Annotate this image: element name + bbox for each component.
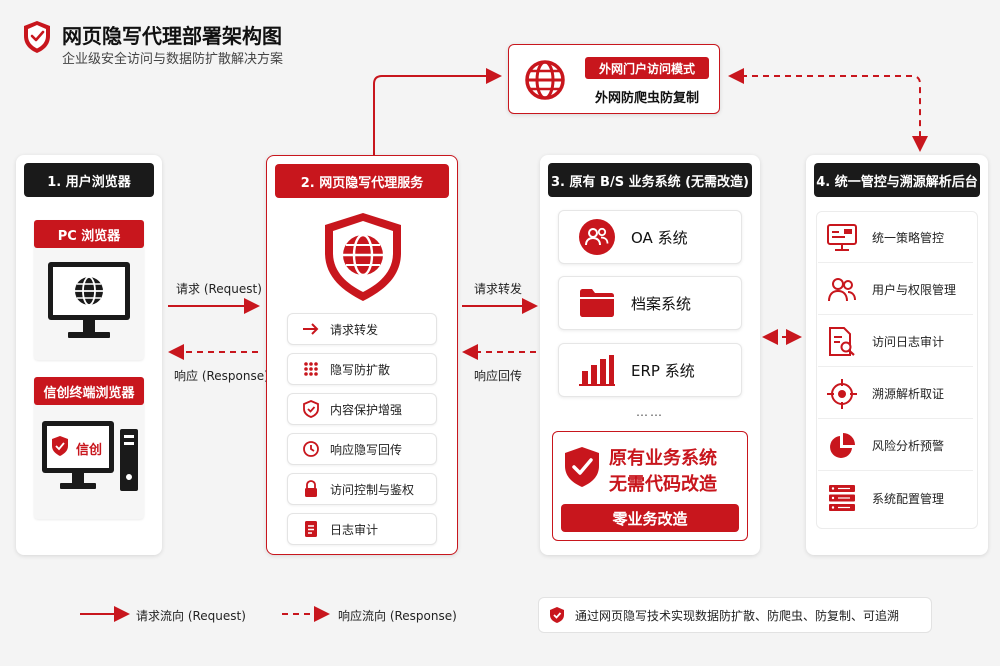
- browser-panel: 1. 用户浏览器 PC 浏览器 信创终端浏览器: [16, 155, 162, 555]
- arrow-right-icon: [300, 322, 322, 336]
- shield-check-icon: [549, 606, 565, 624]
- legend-note-text: 通过网页隐写技术实现数据防扩散、防爬虫、防复制、可追溯: [575, 608, 900, 623]
- promo-line-1: 原有业务系统: [609, 448, 717, 469]
- mgmt-item-label: 统一策略管控: [872, 231, 945, 245]
- page-subtitle: 企业级安全访问与数据防扩散解决方案: [62, 52, 284, 67]
- dots-icon: [300, 361, 322, 377]
- users-icon: [577, 219, 617, 255]
- external-mode-badge: 外网门户访问模式: [585, 57, 709, 79]
- shield-logo-icon: [22, 20, 52, 54]
- management-panel: 4. 统一管控与溯源解析后台 统一策略管控 用户与权限管理 访问日志审计 溯源解…: [806, 155, 988, 555]
- mgmt-item-risk: 风险分析预警: [818, 421, 973, 471]
- management-list: [816, 211, 978, 529]
- target-icon: [826, 378, 858, 409]
- no-change-promo: 原有业务系统 无需代码改造 零业务改造: [552, 431, 748, 541]
- proxy-item-label: 响应隐写回传: [330, 442, 403, 457]
- external-to-mgmt-line: [728, 68, 928, 152]
- proxy-item-label: 访问控制与鉴权: [330, 482, 415, 497]
- server-icon: [826, 484, 858, 512]
- mgmt-item-label: 风险分析预警: [872, 439, 945, 453]
- proxy-item-label: 日志审计: [330, 522, 379, 537]
- page-title: 网页隐写代理部署架构图: [62, 24, 282, 48]
- system-label: ERP 系统: [631, 361, 695, 380]
- more-systems-ellipsis: ……: [636, 405, 664, 419]
- monitor-icon: [826, 223, 858, 252]
- xc-browser-label: 信创终端浏览器: [34, 377, 144, 405]
- legend-note-box: 通过网页隐写技术实现数据防扩散、防爬虫、防复制、可追溯: [538, 597, 932, 633]
- legend-response-label: 响应流向 (Response): [338, 609, 457, 623]
- proxy-item-forward: 请求转发: [287, 313, 437, 345]
- folder-icon: [577, 288, 617, 318]
- shield-check-icon: [563, 446, 601, 492]
- response-label-1: 响应 (Response): [174, 369, 269, 383]
- mgmt-item-label: 系统配置管理: [872, 491, 945, 506]
- proxy-panel-title: 2. 网页隐写代理服务: [275, 164, 449, 198]
- mgmt-item-config: 系统配置管理: [818, 473, 973, 523]
- shield-globe-icon: [321, 211, 405, 307]
- system-label: 档案系统: [631, 294, 692, 313]
- proxy-item-response: 响应隐写回传: [287, 433, 437, 465]
- external-portal-box: 外网门户访问模式 外网防爬虫防复制: [508, 44, 720, 114]
- legend-request-label: 请求流向 (Request): [136, 609, 246, 623]
- proxy-item-protect: 内容保护增强: [287, 393, 437, 425]
- bar-chart-icon: [577, 354, 617, 386]
- pie-icon: [826, 432, 858, 460]
- business-panel-title: 3. 原有 B/S 业务系统 (无需改造): [548, 163, 752, 197]
- proxy-item-stego: 隐写防扩散: [287, 353, 437, 385]
- mgmt-item-audit: 访问日志审计: [818, 317, 973, 367]
- xc-browser-card: 信创终端浏览器 信创: [34, 377, 144, 519]
- mgmt-item-label: 溯源解析取证: [872, 387, 945, 401]
- external-mode-text: 外网防爬虫防复制: [594, 91, 699, 106]
- browser-panel-title: 1. 用户浏览器: [24, 163, 154, 197]
- proxy-item-label: 隐写防扩散: [330, 362, 391, 377]
- system-item-oa: OA 系统: [558, 210, 742, 264]
- request-label-1: 请求 (Request): [176, 282, 262, 296]
- pc-browser-label: PC 浏览器: [34, 220, 144, 248]
- lock-icon: [300, 480, 322, 498]
- xc-desktop-icon: [40, 419, 140, 503]
- mgmt-item-label: 访问日志审计: [872, 335, 945, 349]
- mgmt-item-policy: 统一策略管控: [818, 213, 973, 263]
- promo-line-2: 无需代码改造: [609, 474, 717, 495]
- system-item-archive: 档案系统: [558, 276, 742, 330]
- system-item-erp: ERP 系统: [558, 343, 742, 397]
- doc-search-icon: [826, 326, 858, 357]
- business-panel: 3. 原有 B/S 业务系统 (无需改造) OA 系统 档案系统 ERP 系统 …: [540, 155, 760, 555]
- proxy-to-external-line: [373, 68, 502, 155]
- proxy-item-label: 请求转发: [330, 322, 379, 337]
- globe-icon: [523, 58, 567, 106]
- request-label-2: 请求转发: [474, 282, 523, 296]
- mgmt-item-trace: 溯源解析取证: [818, 369, 973, 419]
- proxy-panel: 2. 网页隐写代理服务 请求转发 隐写防扩散: [266, 155, 458, 555]
- proxy-item-log: 日志审计: [287, 513, 437, 545]
- log-icon: [300, 520, 322, 538]
- pc-browser-card: PC 浏览器: [34, 220, 144, 360]
- users-icon: [826, 277, 858, 303]
- timer-icon: [300, 440, 322, 458]
- management-panel-title: 4. 统一管控与溯源解析后台: [814, 163, 980, 197]
- response-label-2: 响应回传: [474, 369, 523, 383]
- mgmt-item-users: 用户与权限管理: [818, 265, 973, 315]
- proxy-item-access: 访问控制与鉴权: [287, 473, 437, 505]
- xc-screen-text: 信创: [76, 443, 103, 458]
- system-label: OA 系统: [631, 228, 688, 247]
- zero-change-badge: 零业务改造: [561, 504, 739, 532]
- shield-check-icon: [300, 400, 322, 418]
- proxy-item-label: 内容保护增强: [330, 402, 403, 417]
- mgmt-item-label: 用户与权限管理: [872, 283, 957, 297]
- desktop-monitor-icon: [46, 260, 132, 348]
